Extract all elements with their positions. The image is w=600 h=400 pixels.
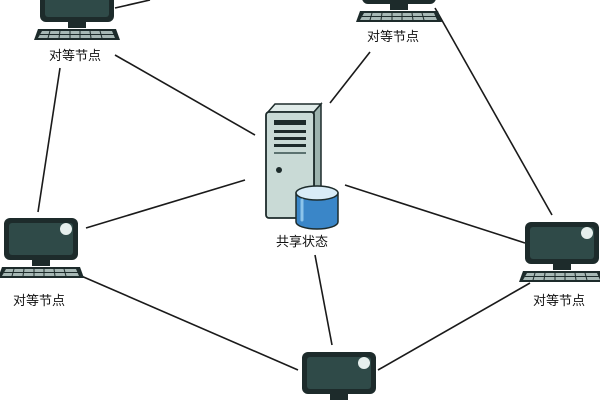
peer-node-right: 对等节点 [518, 221, 600, 309]
desktop-computer-icon [295, 351, 383, 400]
peer-label: 对等节点 [13, 293, 65, 309]
link-center-to-bottom [314, 254, 333, 346]
peer-node-bottom [295, 351, 383, 400]
shared-state-node: 共享状态 [265, 102, 339, 250]
peer-node-top-center: 对等节点 [355, 0, 443, 45]
link-top-left-to-left [37, 67, 61, 213]
shared-state-label: 共享状态 [276, 234, 328, 250]
desktop-computer-icon [0, 217, 85, 279]
link-top-center-to-right [434, 7, 553, 216]
desktop-computer-icon [518, 221, 600, 283]
link-left-to-bottom [71, 271, 299, 371]
peer-label: 对等节点 [367, 29, 419, 45]
peer-node-top-left: 对等节点 [33, 0, 121, 64]
desktop-computer-icon [355, 0, 443, 23]
link-top-left-to-center [114, 54, 256, 136]
desktop-computer-icon [33, 0, 121, 41]
peer-label: 对等节点 [533, 293, 585, 309]
peer-label: 对等节点 [49, 48, 101, 64]
peer-node-left: 对等节点 [0, 217, 85, 309]
connection-lines [37, 0, 553, 371]
link-center-to-right [344, 184, 526, 244]
link-right-to-bottom [377, 282, 531, 371]
database-icon [295, 185, 339, 230]
link-top-left-to-top-center [114, 0, 151, 9]
link-top-center-to-center [329, 51, 371, 104]
link-left-to-center [85, 179, 246, 229]
